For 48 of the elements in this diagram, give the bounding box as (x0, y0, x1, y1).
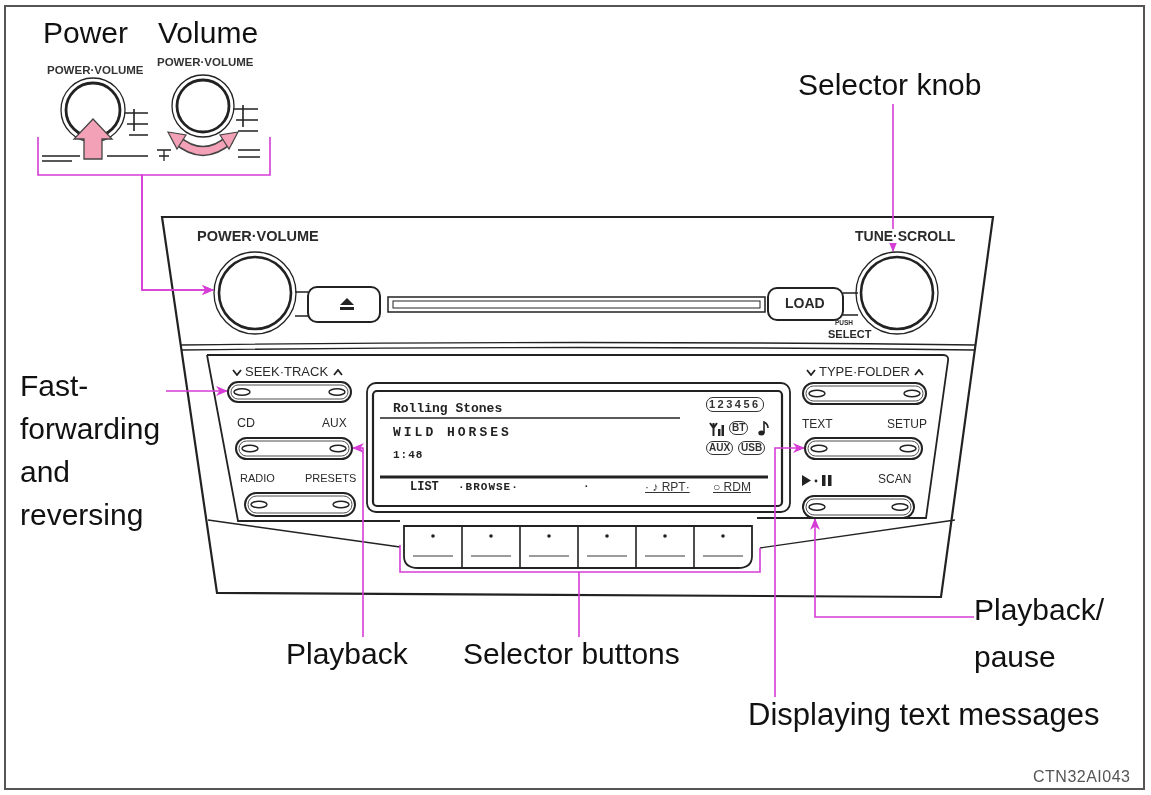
leader-line (888, 103, 898, 252)
type-folder-button (802, 382, 927, 405)
callout-label: Volume (158, 18, 259, 48)
display-text: ·BROWSE· (458, 482, 519, 493)
display-text: · ♪ RPT· (645, 481, 690, 493)
panel-label: TEXT (802, 418, 833, 430)
display-text: WILD HORSES (393, 426, 512, 439)
panel-label: CD (237, 417, 256, 430)
leader-line (352, 443, 364, 638)
callout-label: Selector knob (798, 68, 998, 104)
panel-label: SETUP (887, 418, 927, 430)
callout-label: Selector buttons (463, 637, 688, 673)
display-text: ○ RDM (713, 481, 751, 493)
callout-label: Displaying text messages (748, 697, 1108, 735)
leader-line (810, 518, 975, 618)
leader-line (774, 443, 805, 698)
leader-line (141, 136, 271, 295)
panel-label: POWER·VOLUME (197, 229, 319, 244)
display-text: LIST (410, 481, 439, 493)
panel-label: AUX (322, 417, 347, 429)
display-text: · (583, 481, 590, 492)
knob-label: POWER·VOLUME (157, 57, 254, 69)
figure-code: CTN32AI043 (1033, 769, 1131, 785)
display-text: 1:48 (393, 450, 424, 461)
play-pause-scan-button (802, 495, 915, 519)
callout-label: Playback (286, 637, 416, 673)
panel-label: LOAD (785, 296, 825, 310)
panel-label: TUNE·SCROLL (855, 229, 956, 243)
cd-aux-button (235, 437, 353, 460)
callout-label: Power (43, 18, 129, 48)
text-setup-button (804, 437, 923, 460)
radio-presets-button (244, 492, 356, 517)
knob-label: POWER·VOLUME (47, 65, 144, 77)
display-text: Rolling Stones (393, 402, 503, 415)
display-indicator: BT (729, 421, 749, 435)
display-indicator: 123456 (706, 397, 764, 412)
callout-label: Fast-forwarding and reversing (20, 364, 166, 536)
panel-label: RADIO (240, 473, 275, 484)
panel-label: PRESETS (305, 473, 357, 484)
power-volume-knob (213, 251, 297, 335)
seek-track-button (227, 381, 352, 403)
callout-label: Playback/ pause (974, 586, 1119, 680)
panel-label: TYPE·FOLDER (819, 365, 910, 378)
panel-label: SELECT (828, 329, 872, 340)
leader-line (399, 544, 761, 638)
leader-line (165, 386, 228, 396)
panel-label: SEEK·TRACK (245, 365, 329, 378)
panel-label: SCAN (878, 473, 912, 485)
